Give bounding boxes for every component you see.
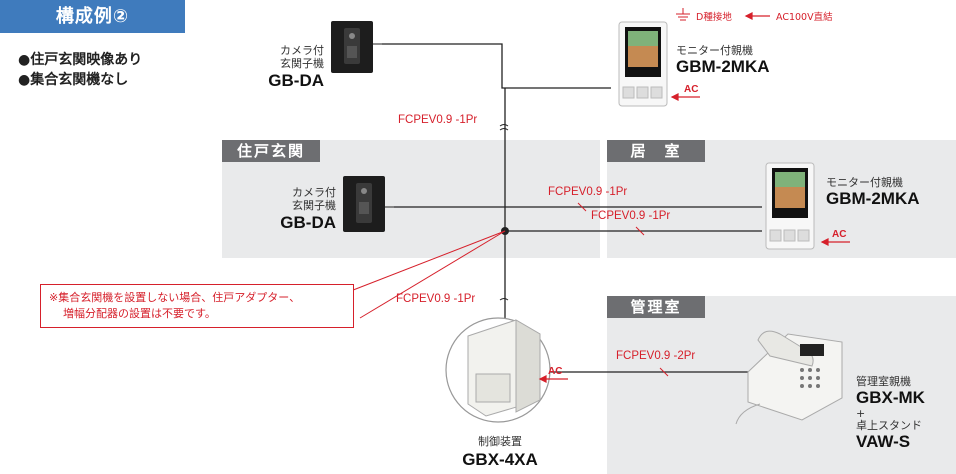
zone-label-manager: 管理室 [607,296,705,318]
ac-label-monitor-top: AC [684,84,699,95]
legend-ground-label: D種接地 [696,12,732,23]
door-mid-label-1: カメラ付 [292,186,336,199]
legend-ac-label: AC100V直結 [776,12,833,23]
wire-top [382,43,611,89]
manager-model-1: GBX-MK [856,388,925,407]
monitor-room-drawing [765,162,815,250]
manager-label-2: 卓上スタンド [856,419,922,432]
cable-label-room-1: FCPEV0.9 -1Pr [548,186,628,198]
door-mid-label-2: 玄関子機 [292,199,336,212]
manager-label-1: 管理室親機 [856,375,911,388]
cable-label-trunk-low: FCPEV0.9 -1Pr [396,293,476,305]
note-line-1: ※集合玄関機を設置しない場合、住戸アダプター、 [49,291,301,304]
cable-label-room-2: FCPEV0.9 -1Pr [591,210,671,222]
feature-item-2: ●集合玄関機なし [18,72,129,88]
cable-label-manager: FCPEV0.9 -2Pr [616,350,696,362]
control-unit-model: GBX-4XA [462,450,538,469]
door-unit-mid-drawing [343,176,394,232]
control-unit-label: 制御装置 [478,435,522,448]
manager-model-2: VAW-S [856,432,911,451]
note-line-2: 増幅分配器の設置は不要です。 [63,307,216,320]
manager-station-drawing [735,330,843,425]
ground-symbol [676,8,690,21]
zone-label-room: 居 室 [607,140,705,162]
door-mid-model: GB-DA [280,213,336,232]
monitor-room-label: モニター付親機 [826,176,903,189]
monitor-top-label: モニター付親機 [676,44,753,57]
monitor-top-drawing [618,21,668,107]
ac-label-control: AC [548,366,563,377]
cable-label-trunk-top: FCPEV0.9 -1Pr [398,114,478,126]
ac-label-monitor-room: AC [832,229,847,240]
page-title: 構成例② [0,0,185,33]
zone-label-entrance: 住戸玄関 [222,140,320,162]
note-box: ※集合玄関機を設置しない場合、住戸アダプター、 増幅分配器の設置は不要です。 [40,284,354,328]
door-top-label-1: カメラ付 [280,44,324,57]
door-unit-top-drawing [331,21,382,73]
control-unit-drawing [445,317,551,423]
cable-break-marks [499,124,509,301]
feature-item-1: ●住戸玄関映像あり [18,52,143,68]
door-top-label-2: 玄関子機 [280,57,324,70]
door-top-model: GB-DA [268,71,324,90]
monitor-top-model: GBM-2MKA [676,57,770,76]
manager-plus: + [856,407,866,420]
monitor-room-model: GBM-2MKA [826,189,920,208]
